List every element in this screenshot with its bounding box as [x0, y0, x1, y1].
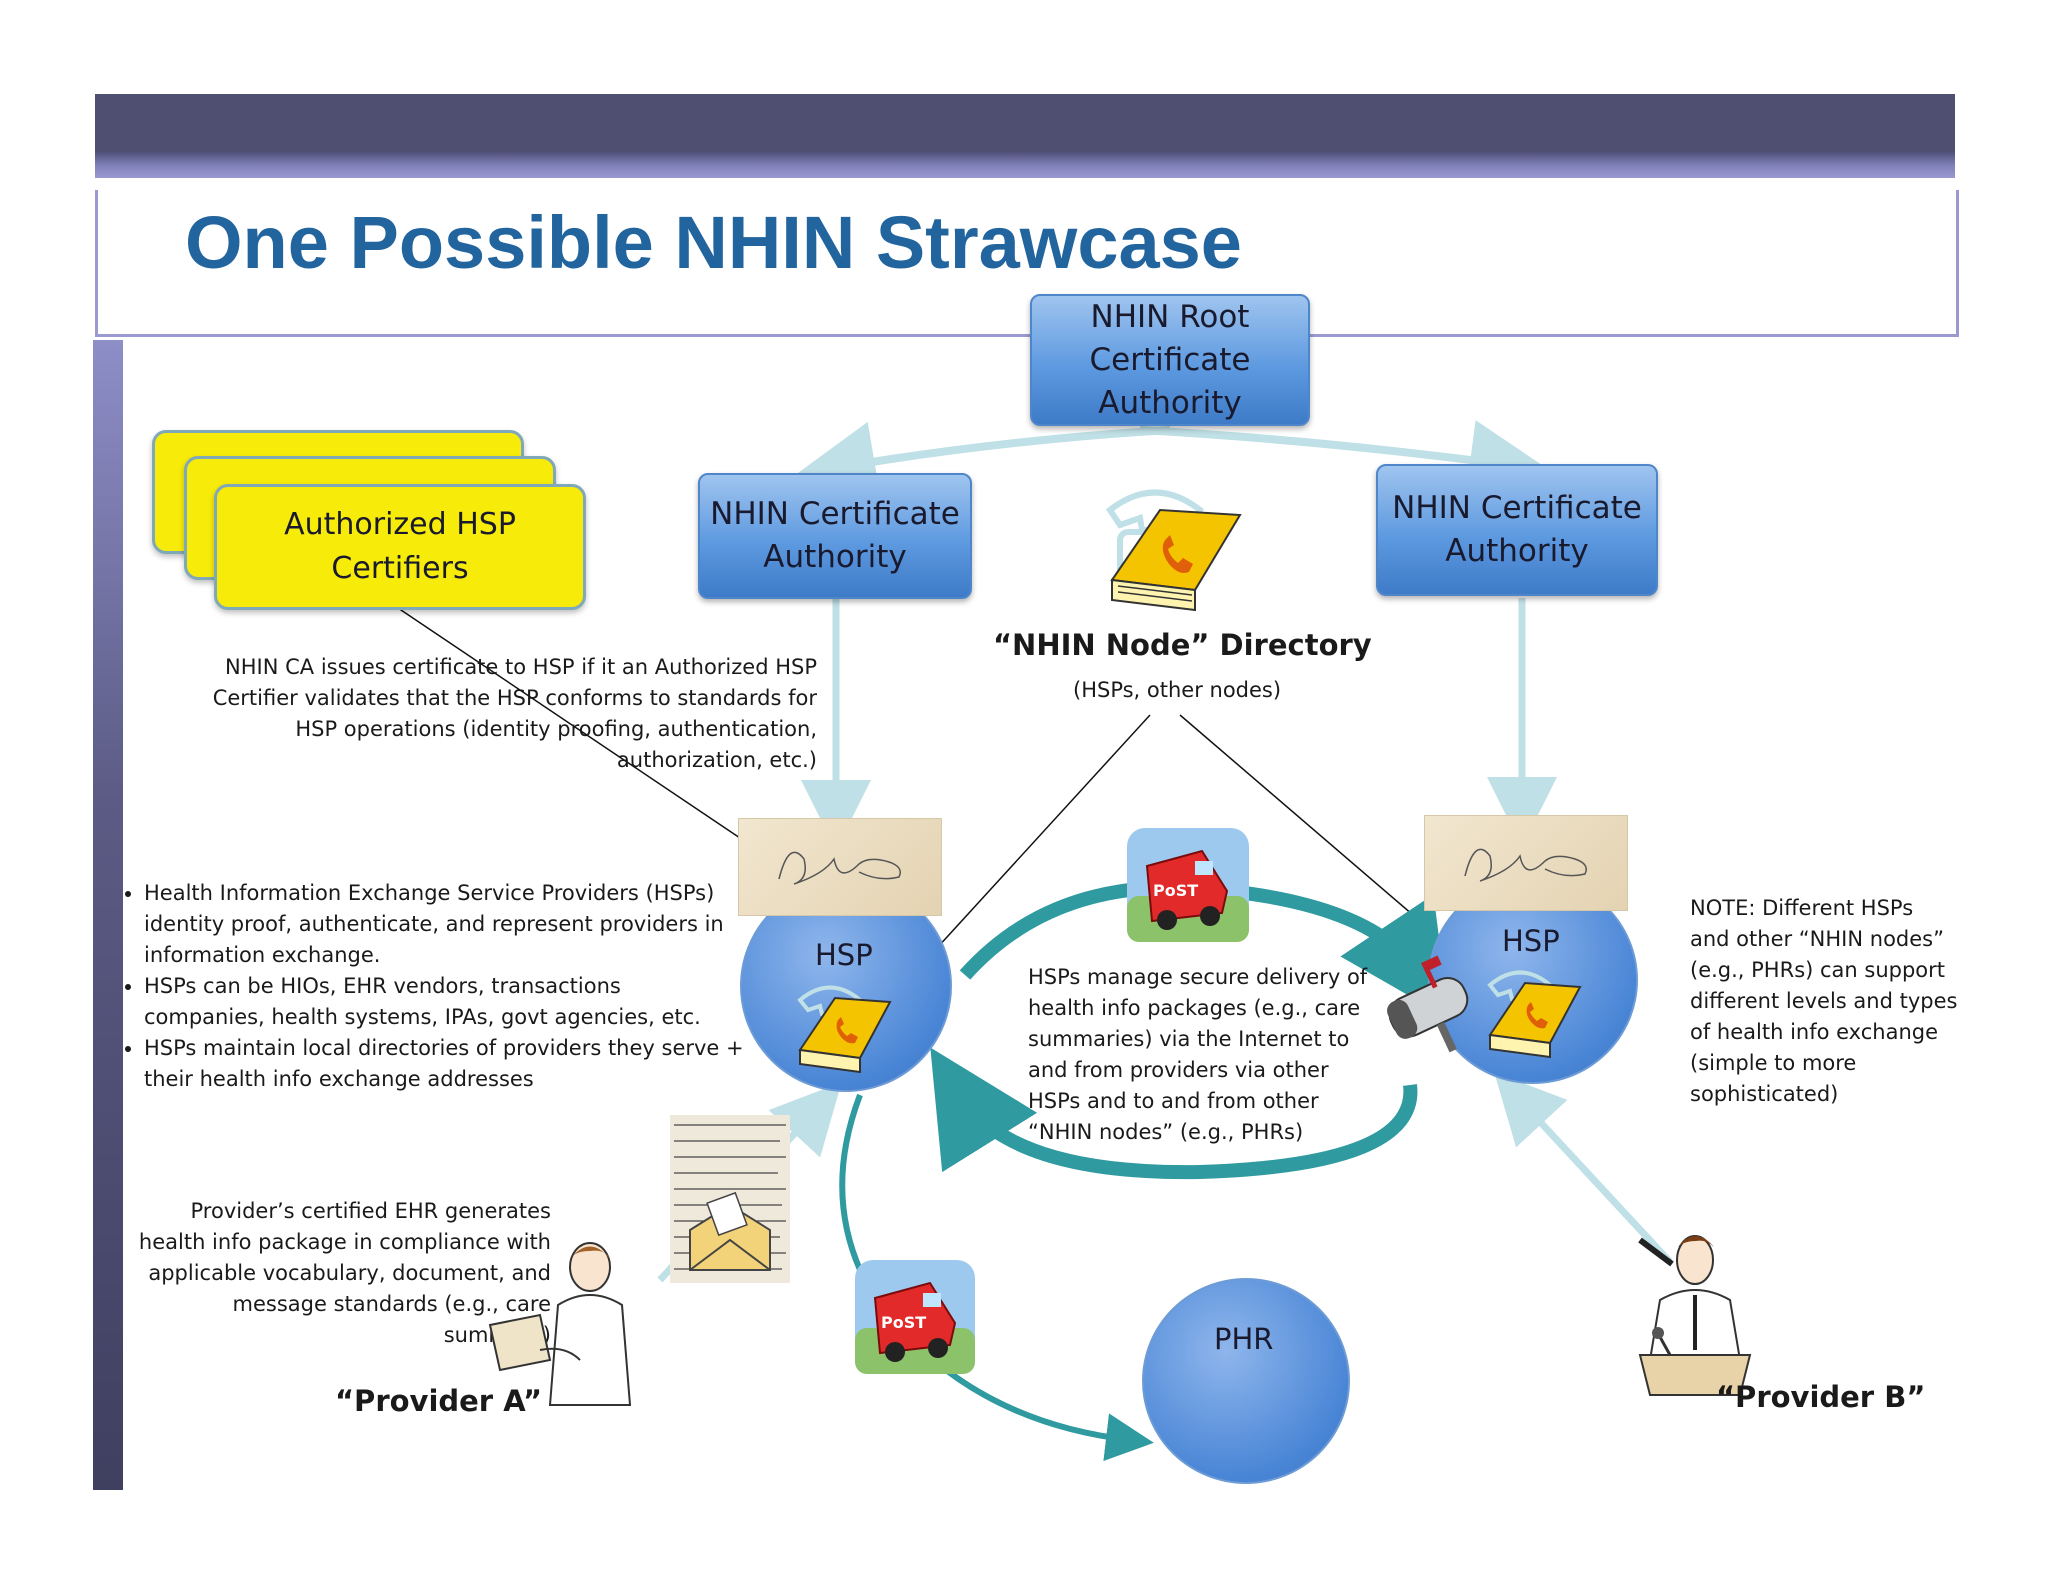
post-truck-icon: PoST	[1127, 828, 1249, 942]
phone-book-icon	[797, 985, 892, 1074]
root-ca-label: NHIN Root Certificate Authority	[1089, 298, 1251, 421]
right-certificate-authority-box: NHIN Certificate Authority	[1376, 464, 1658, 596]
phone-book-icon	[1105, 489, 1242, 612]
phr-label: PHR	[1214, 1322, 1274, 1356]
newspaper-document-icon	[670, 1115, 790, 1283]
directory-subtitle: (HSPs, other nodes)	[1073, 678, 1282, 702]
provider-a-label: “Provider A”	[335, 1384, 543, 1418]
ehr-description: Provider’s certified EHR generates healt…	[138, 1199, 551, 1347]
provider-b-to-hsp-arrow	[1494, 1072, 1673, 1265]
envelope-icon	[689, 1191, 771, 1271]
nurse-provider-icon	[488, 1242, 632, 1406]
certifiers-label: Authorized HSP Certifiers	[284, 507, 516, 586]
delivery-arrow-bottom	[930, 1047, 1418, 1180]
right-hsp-label: HSP	[1502, 924, 1560, 958]
ca-issue-description: NHIN CA issues certificate to HSP if it …	[212, 655, 817, 772]
phone-book-icon	[1487, 970, 1582, 1059]
left-ca-label: NHIN Certificate Authority	[710, 496, 960, 575]
certifier-to-certificate-line	[397, 607, 741, 839]
provider-b-label: “Provider B”	[1716, 1380, 1926, 1414]
root-to-left-ca-arrow	[795, 421, 1171, 501]
note-text: NOTE: Different HSPs and other “NHIN nod…	[1690, 896, 1958, 1106]
bullet-item: HSPs maintain local directories of provi…	[144, 1033, 745, 1095]
signature-certificate-icon	[1424, 815, 1628, 911]
left-accent-bar	[93, 340, 123, 1490]
delivery-description: HSPs manage secure delivery of health in…	[1028, 965, 1368, 1144]
post-truck-icon: PoST	[855, 1260, 975, 1374]
speaker-provider-icon	[1638, 1235, 1752, 1396]
phr-node	[1142, 1278, 1350, 1484]
root-certificate-authority-box: NHIN Root Certificate Authority	[1030, 294, 1310, 426]
bullet-item: Health Information Exchange Service Prov…	[144, 878, 745, 971]
header-band-accent	[95, 152, 1955, 178]
authorized-hsp-certifiers-box: Authorized HSP Certifiers	[214, 484, 586, 610]
svg-text:PoST: PoST	[1153, 881, 1198, 900]
root-to-right-ca-arrow	[1139, 420, 1550, 500]
directory-title: “NHIN Node” Directory	[993, 628, 1372, 662]
page-title: One Possible NHIN Strawcase	[185, 201, 1242, 284]
right-ca-label: NHIN Certificate Authority	[1392, 490, 1642, 569]
signature-certificate-icon	[738, 818, 942, 916]
mailbox-icon	[1387, 955, 1469, 1053]
header-band	[95, 94, 1955, 152]
left-certificate-authority-box: NHIN Certificate Authority	[698, 473, 972, 599]
title-frame	[95, 190, 1959, 337]
svg-text:PoST: PoST	[881, 1313, 926, 1332]
hsp-bullet-list: Health Information Exchange Service Prov…	[120, 878, 745, 1095]
bullet-item: HSPs can be HIOs, EHR vendors, transacti…	[144, 971, 745, 1033]
left-hsp-label: HSP	[815, 938, 873, 972]
